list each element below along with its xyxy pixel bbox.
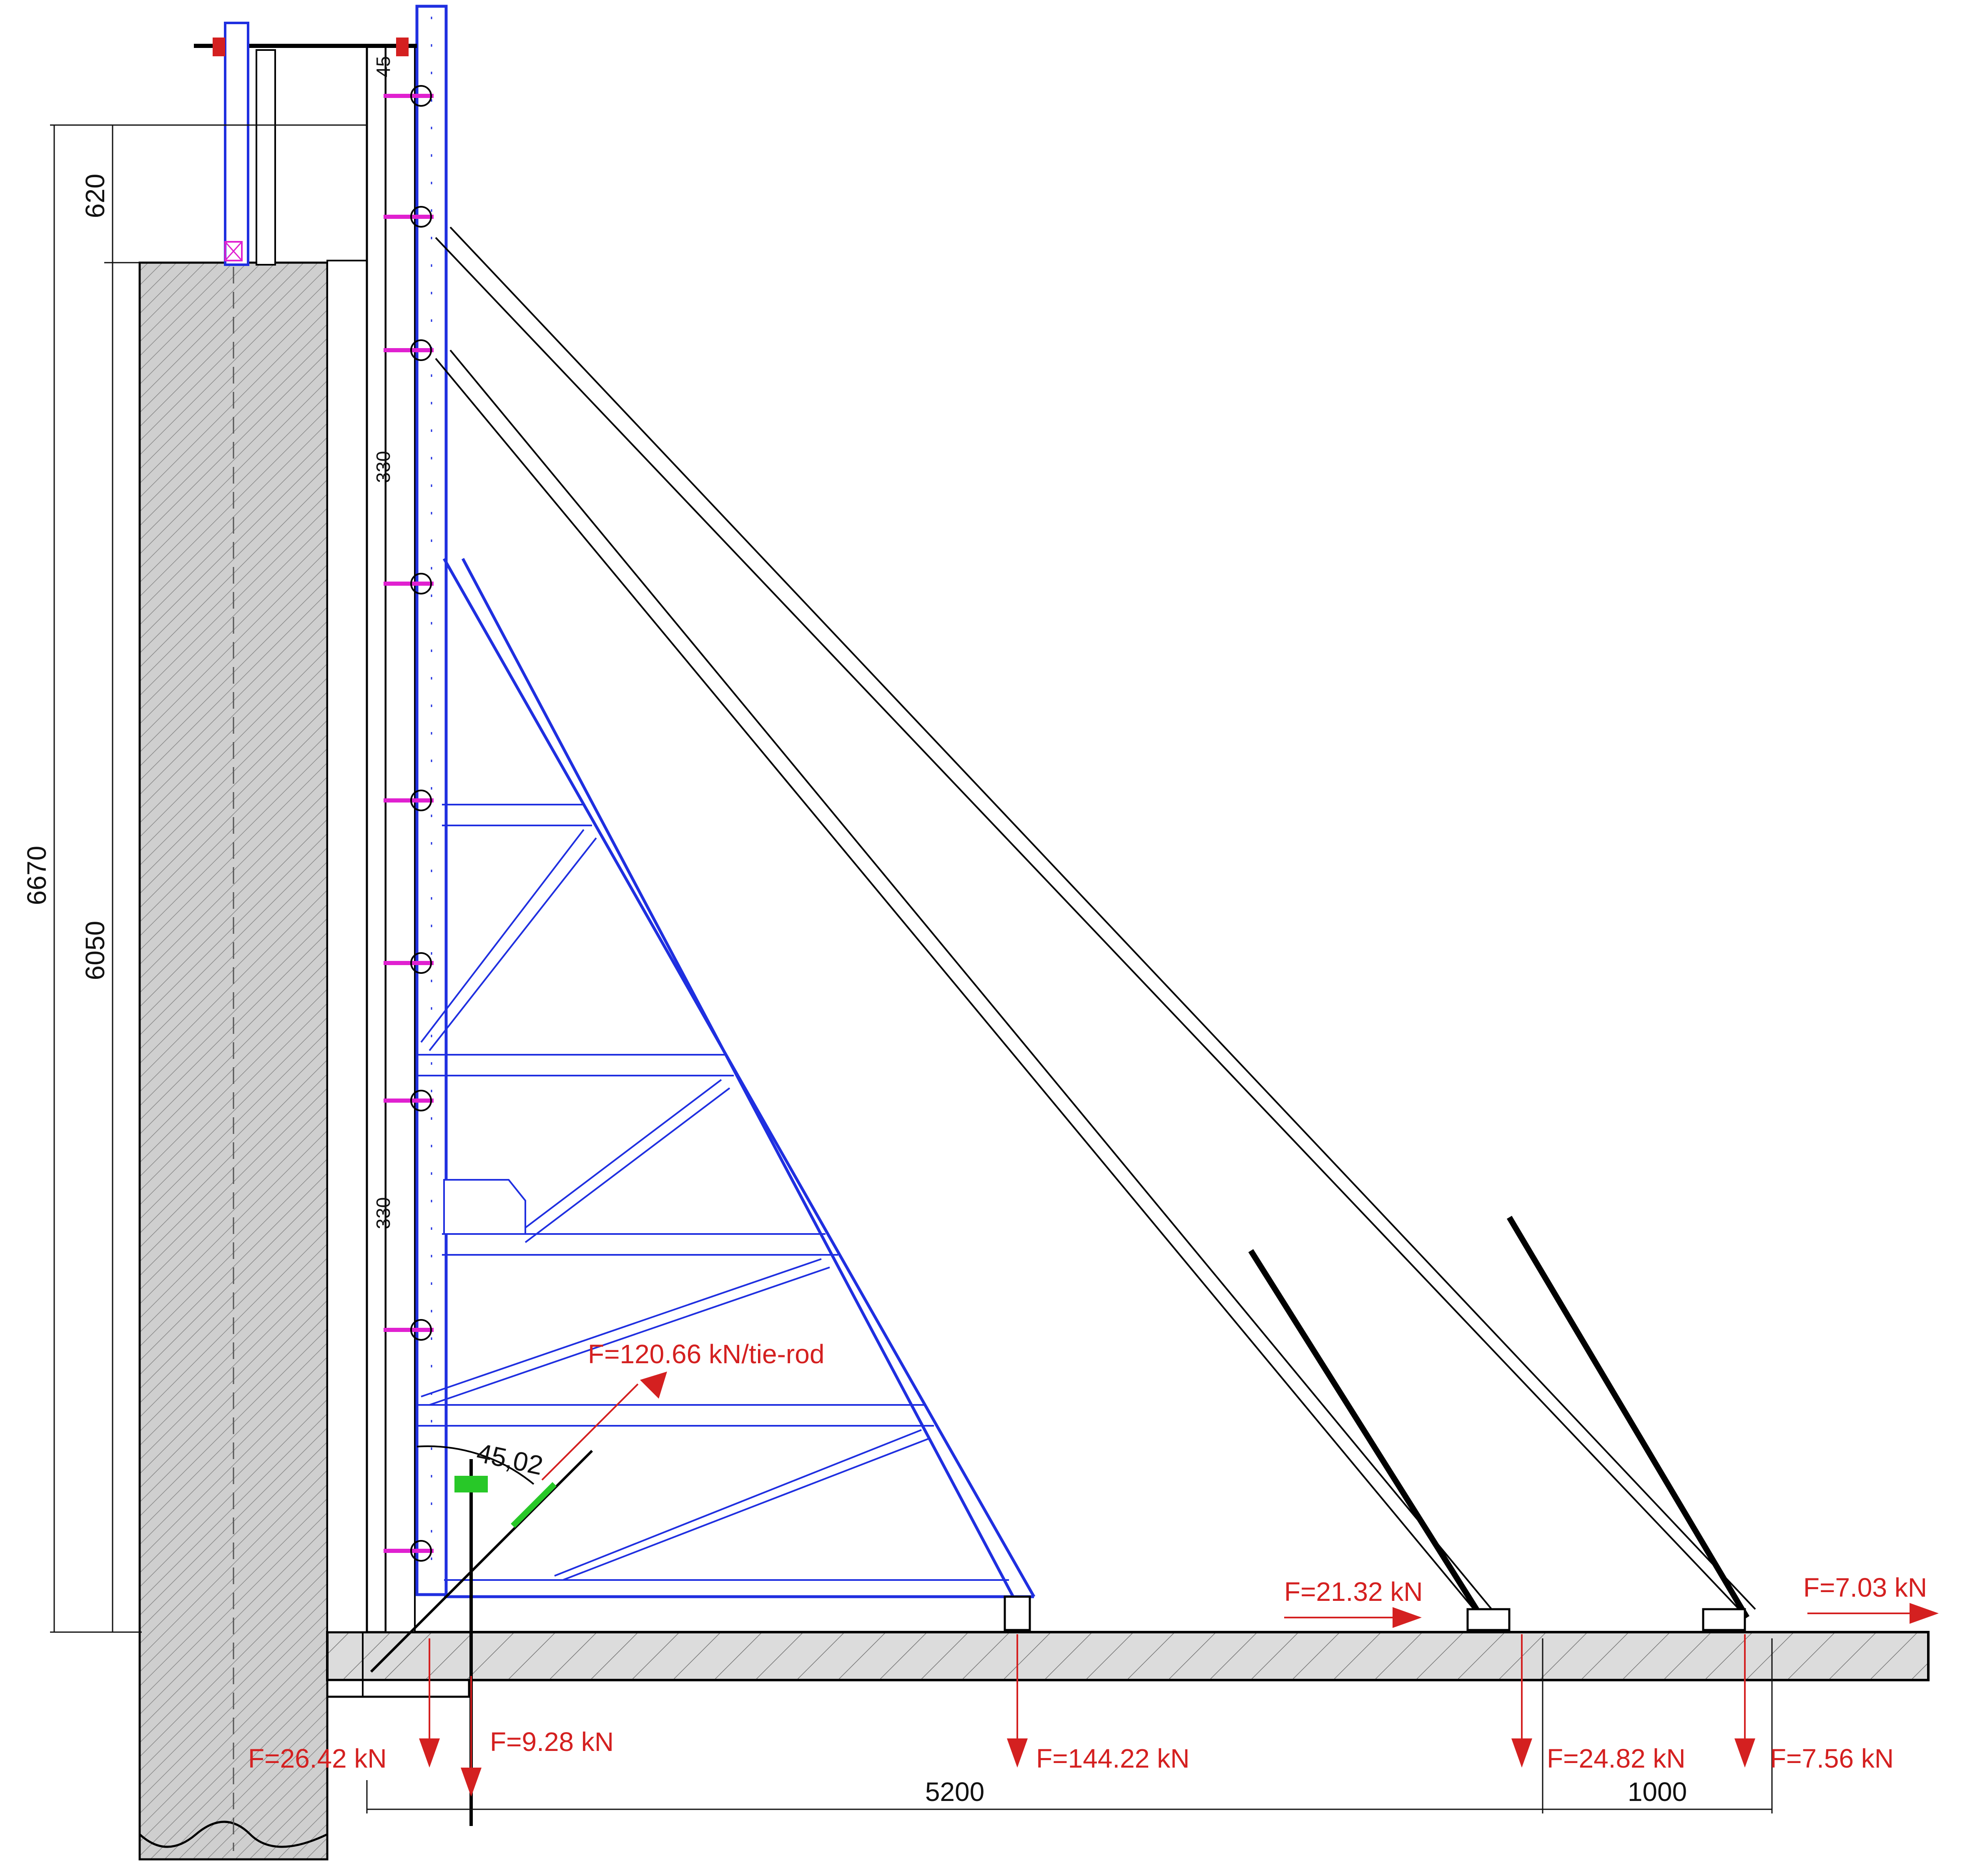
- new-concrete-wall: [326, 260, 368, 1633]
- ground-slab: [326, 1631, 1930, 1698]
- push-pull-props: [435, 226, 1756, 1631]
- existing-wall: [138, 261, 329, 1861]
- force-tie-rod: F=120.66 kN/tie-rod: [588, 1339, 824, 1369]
- force-h1: F=21.32 kN: [1284, 1577, 1423, 1607]
- angle-label: 45,02: [474, 1437, 546, 1481]
- dim-6670: 6670: [22, 846, 52, 905]
- coupler-icon: [410, 85, 432, 107]
- dim-330-upper: 330: [372, 451, 394, 483]
- guard-rail: [194, 22, 417, 266]
- coupler-icon: [410, 1090, 432, 1111]
- force-v4: F=24.82 kN: [1547, 1743, 1686, 1773]
- force-v3: F=144.22 kN: [1036, 1743, 1190, 1773]
- force-v5: F=7.56 kN: [1770, 1743, 1894, 1773]
- dim-330-lower: 330: [372, 1197, 394, 1229]
- coupler-icon: [410, 1540, 432, 1562]
- dim-1000: 1000: [1628, 1777, 1687, 1807]
- dimension-lines: [50, 124, 1773, 1813]
- force-v2: F=9.28 kN: [490, 1727, 614, 1757]
- coupler-icon: [410, 573, 432, 594]
- dim-45-top: 45: [372, 56, 394, 77]
- force-v1: F=26.42 kN: [248, 1743, 387, 1773]
- dim-620: 620: [80, 174, 110, 218]
- coupler-icon: [410, 1319, 432, 1341]
- force-h2: F=7.03 kN: [1803, 1573, 1927, 1603]
- force-arrows: [419, 1372, 1939, 1797]
- coupler-icon: [410, 206, 432, 228]
- coupler-icon: [410, 790, 432, 811]
- angle-arc: [417, 1445, 535, 1485]
- support-truss: [417, 558, 1036, 1598]
- dim-6050: 6050: [80, 921, 110, 980]
- formwork-panel: [366, 45, 416, 1633]
- coupler-icon: [410, 339, 432, 361]
- dim-5200: 5200: [925, 1777, 984, 1807]
- tie-rods: [384, 85, 434, 1562]
- coupler-icon: [410, 952, 432, 974]
